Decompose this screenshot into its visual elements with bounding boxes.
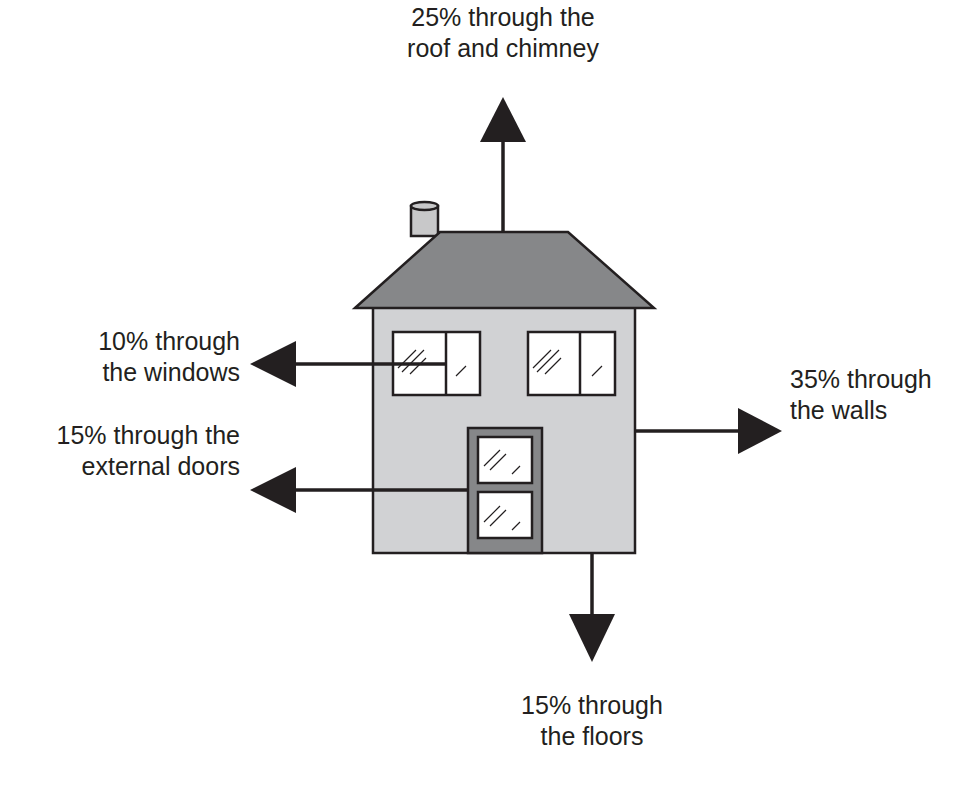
heat-arrow-shaft: [292, 488, 468, 492]
heat-loss-label-box: 35% through the walls: [790, 364, 948, 426]
house-walls: [373, 306, 635, 553]
heat-loss-label: 35% through the walls: [790, 364, 948, 426]
heat-arrow-head: [480, 97, 526, 142]
glass-glints: [398, 350, 602, 530]
heat-arrow-shaft: [501, 138, 505, 232]
heat-loss-label-box: 15% through the floors: [513, 690, 671, 752]
heat-loss-label: 25% through the roof and chimney: [403, 2, 603, 64]
heat-arrow-shaft: [590, 553, 594, 618]
door-pane: [478, 492, 532, 538]
door-pane: [478, 437, 532, 483]
heat-loss-label-box: 25% through the roof and chimney: [403, 2, 603, 64]
heat-loss-label-box: 10% through the windows: [83, 326, 241, 388]
heat-arrow-head: [250, 341, 296, 387]
chimney-top: [411, 202, 438, 210]
window: [528, 332, 615, 395]
glint: [484, 450, 520, 474]
house-roof: [355, 232, 654, 308]
heat-arrow-head: [250, 467, 296, 513]
heat-arrow-head: [569, 614, 615, 662]
heat-arrow-shaft: [292, 362, 446, 366]
heat-arrow-head: [738, 408, 782, 454]
heat-loss-label: 10% through the windows: [83, 326, 241, 388]
front-door: [468, 428, 542, 553]
heat-loss-label: 15% through the floors: [513, 690, 671, 752]
heat-arrow-shaft: [635, 429, 742, 433]
glint: [533, 350, 602, 376]
glint: [484, 506, 520, 530]
window-frame: [579, 332, 582, 395]
heat-loss-label: 15% through the external doors: [48, 420, 241, 482]
heat-loss-label-box: 15% through the external doors: [48, 420, 241, 482]
